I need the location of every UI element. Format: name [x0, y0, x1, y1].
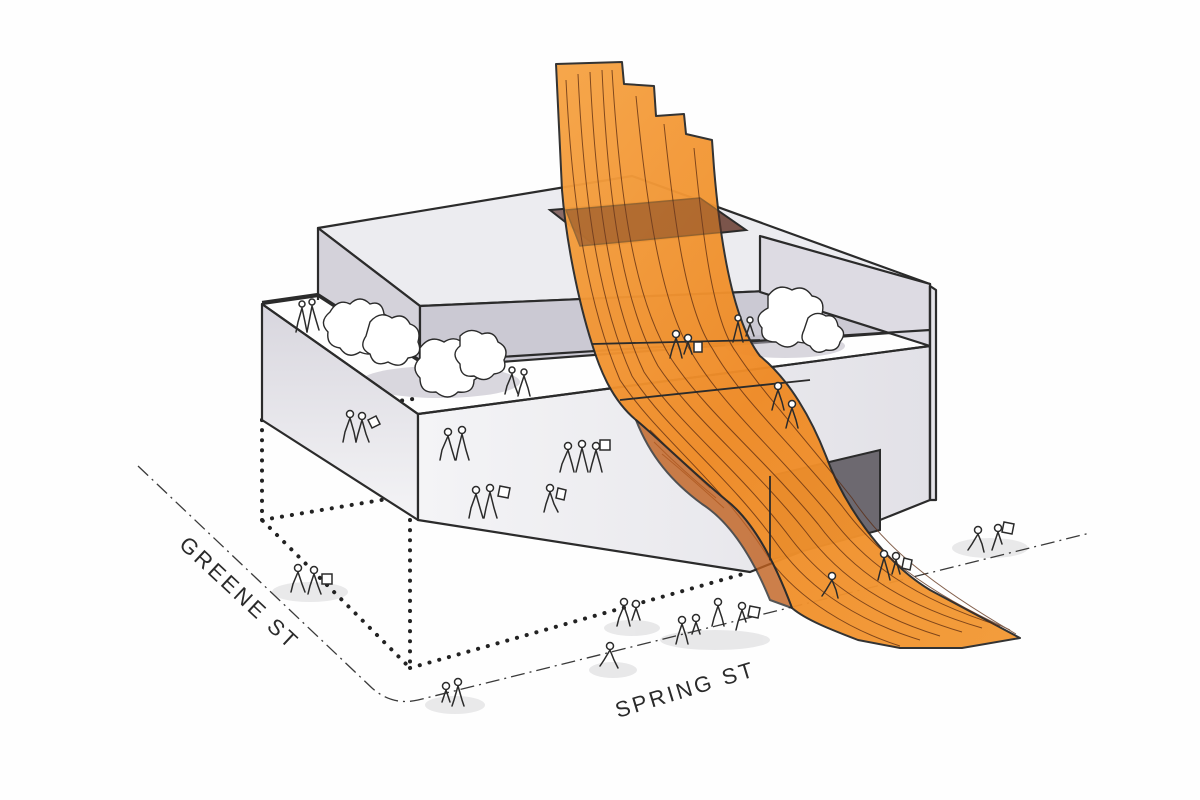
orange-ramp	[555, 61, 1021, 649]
figure-group-ramp-top	[669, 329, 703, 359]
figure-group-spring-3	[599, 641, 619, 669]
tree-cluster-right	[757, 286, 845, 353]
tree-icon	[322, 286, 845, 398]
figure-group-ramp-mid	[771, 381, 799, 429]
figure-group-terrace-mid	[504, 366, 531, 397]
figure-group-terrace-left	[295, 298, 320, 333]
figure-group-greene	[290, 563, 333, 595]
figure-group-corner	[441, 677, 465, 707]
figure-group-far-right	[967, 521, 1015, 553]
tree-cluster-left	[322, 298, 507, 398]
figure-group-terrace-right	[732, 314, 755, 343]
figure-group-interior-5	[543, 483, 567, 513]
figure-group-spring-1	[616, 597, 641, 627]
skylight-overlay	[564, 197, 749, 247]
street-curb	[137, 465, 1091, 703]
figure-group-interior-2	[439, 425, 470, 461]
figure-group-ramp-bottom	[821, 549, 913, 599]
figure-group-interior-4	[468, 483, 511, 519]
people-figures	[290, 298, 1015, 707]
figure-group-interior-3	[559, 439, 611, 473]
figure-group-spring-2	[675, 597, 761, 645]
figure-group-interior-1	[342, 409, 382, 443]
